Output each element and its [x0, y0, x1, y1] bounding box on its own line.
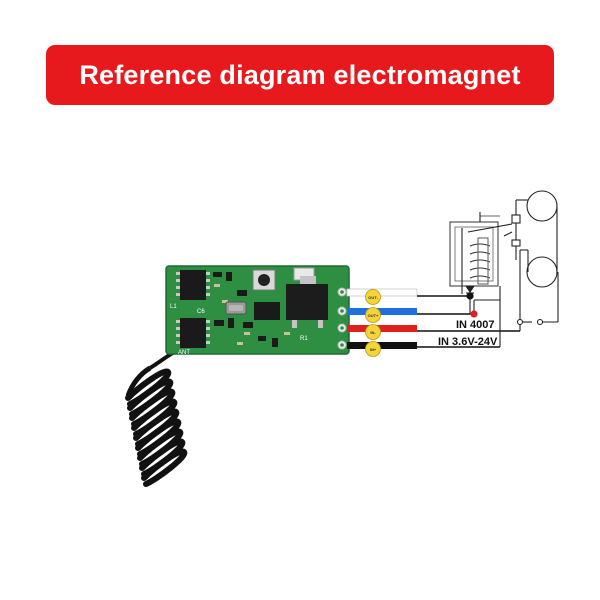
antenna-label: ANT [178, 350, 190, 356]
pad-in-minus [365, 324, 381, 340]
pad-out-plus [365, 307, 381, 323]
supply-voltage-label: IN 3.6V-24V [438, 336, 498, 348]
junction-dot [466, 292, 474, 300]
pad-out-minus [365, 289, 381, 305]
title-banner: Reference diagram electromagnet [46, 45, 554, 105]
antenna-coil [125, 348, 188, 487]
pad-in-plus [365, 341, 381, 357]
receiver-board: ANT C6 L1 R1 [165, 265, 350, 356]
terminal-pads: OUT- OUT+ IN- IN+ [365, 289, 381, 357]
wire-in-plus [347, 342, 417, 349]
wire-in-minus [347, 325, 417, 332]
silk-c6: C6 [197, 309, 205, 315]
silk-l1: L1 [170, 304, 177, 310]
diode-label: IN 4007 [456, 319, 495, 331]
junction-dot-red [470, 310, 478, 318]
wire-out-minus [346, 288, 418, 297]
wires [346, 288, 520, 349]
silk-r1: R1 [300, 336, 308, 342]
pad-in-plus-label: IN+ [370, 347, 377, 352]
electromagnet-schematic [449, 190, 559, 347]
wire-out-plus [347, 308, 417, 315]
page-title: Reference diagram electromagnet [79, 59, 521, 90]
pad-in-minus-label: IN- [370, 330, 376, 335]
pad-out-plus-label: OUT+ [368, 313, 379, 318]
pad-out-minus-label: OUT- [368, 295, 378, 300]
